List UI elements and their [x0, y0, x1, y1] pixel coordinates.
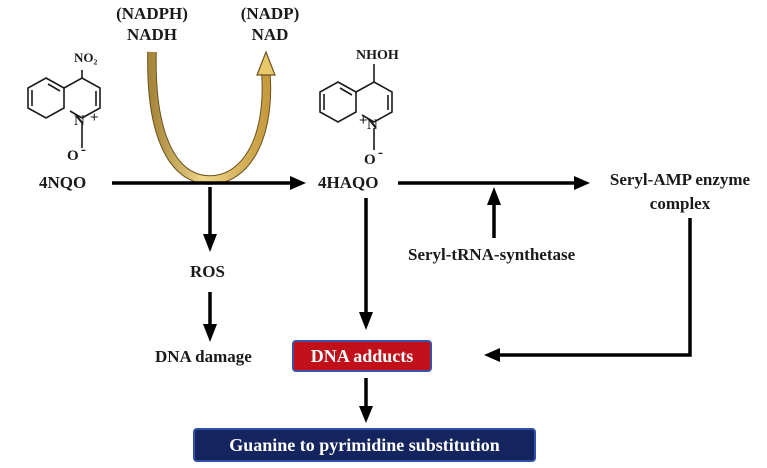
arrow-4haqo-to-dna-adducts — [359, 198, 373, 330]
nqo-plus-charge: + — [90, 110, 99, 126]
cofactor-nadh-label: NADH — [126, 25, 178, 44]
dna-adducts-label: DNA adducts — [310, 345, 414, 366]
ros-label: ROS — [190, 262, 225, 281]
nqo-minus-charge: - — [81, 142, 86, 158]
guanine-substitution-label: Guanine to pyrimidine substitution — [229, 434, 500, 455]
arrow-4haqo-to-seryl-amp — [398, 176, 590, 190]
haqo-name-label: 4HAQO — [318, 173, 379, 192]
seryl-trna-synthetase-label: Seryl-tRNA-synthetase — [408, 245, 576, 264]
nqo-oxide-oxygen: O — [67, 148, 79, 164]
haqo-structure — [319, 64, 393, 150]
arrow-to-ros — [203, 187, 217, 252]
cofactor-cycle-arrow — [147, 50, 276, 185]
arrow-ros-to-dna-damage — [203, 292, 217, 342]
seryl-amp-label-line2: complex — [649, 194, 711, 213]
seryl-amp-label-line1: Seryl-AMP enzyme — [609, 170, 751, 189]
cofactor-nad-label: NAD — [251, 25, 289, 44]
haqo-plus-charge: + — [359, 113, 368, 129]
cofactor-nadp-label: (NADP) — [240, 4, 300, 23]
haqo-hydroxylamine-group: NHOH — [356, 48, 399, 63]
nqo-ring-nitrogen: N — [74, 113, 85, 129]
arrow-seryl-amp-to-dna-adducts — [484, 218, 692, 362]
haqo-ring-nitrogen: N — [367, 117, 378, 133]
dna-adducts-box: DNA adducts — [292, 340, 432, 372]
haqo-oxide-oxygen: O — [364, 152, 376, 168]
nqo-structure — [27, 70, 101, 148]
nqo-name-label: 4NQO — [39, 173, 87, 192]
dna-damage-label: DNA damage — [155, 347, 252, 366]
arrow-adducts-to-guanine — [359, 378, 373, 423]
guanine-substitution-box: Guanine to pyrimidine substitution — [193, 428, 536, 462]
arrow-4nqo-to-4haqo — [112, 176, 306, 190]
cofactor-nadph-label: (NADPH) — [116, 4, 188, 23]
arrow-seryl-trna-up — [487, 187, 501, 238]
haqo-minus-charge: - — [378, 145, 383, 161]
nqo-nitro-group: NO₂ — [74, 50, 98, 65]
